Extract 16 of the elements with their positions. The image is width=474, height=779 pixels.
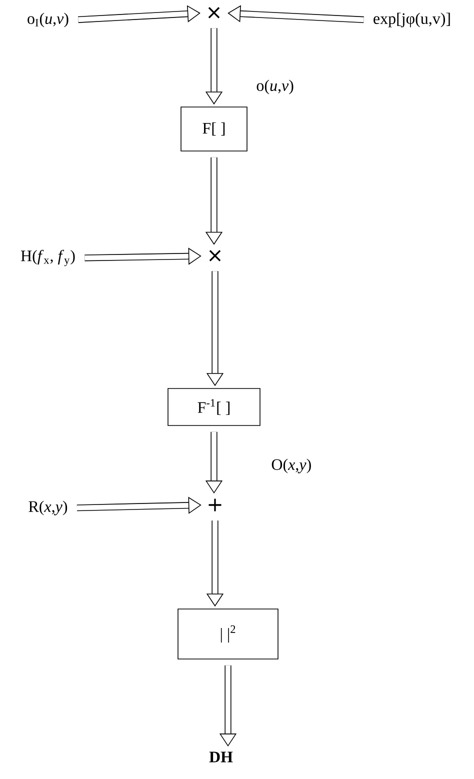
hollow-arrow — [76, 496, 202, 514]
signal-label: o$_{I}$(u,v) — [28, 12, 68, 28]
operation-box: | |$^{2}$ — [178, 608, 278, 660]
hollow-arrow — [78, 5, 200, 23]
operator-symbol: × — [209, 250, 221, 262]
output-label: DH — [209, 752, 233, 762]
signal-label: H(f$_{x}$, f$_{y}$) — [20, 250, 75, 266]
operator-symbol: + — [208, 498, 222, 512]
operation-box: F$^{-1}$[ ] — [168, 388, 260, 426]
operator-symbol: × — [208, 7, 220, 18]
hollow-arrow — [228, 5, 364, 23]
edge-label: O(x,y) — [270, 458, 313, 474]
edge-label: o(u,v) — [255, 78, 295, 96]
signal-label: R(x,y) — [28, 500, 68, 516]
signal-label: exp[jφ(u,v)] — [374, 12, 450, 28]
operation-box: F[ ] — [180, 106, 248, 152]
